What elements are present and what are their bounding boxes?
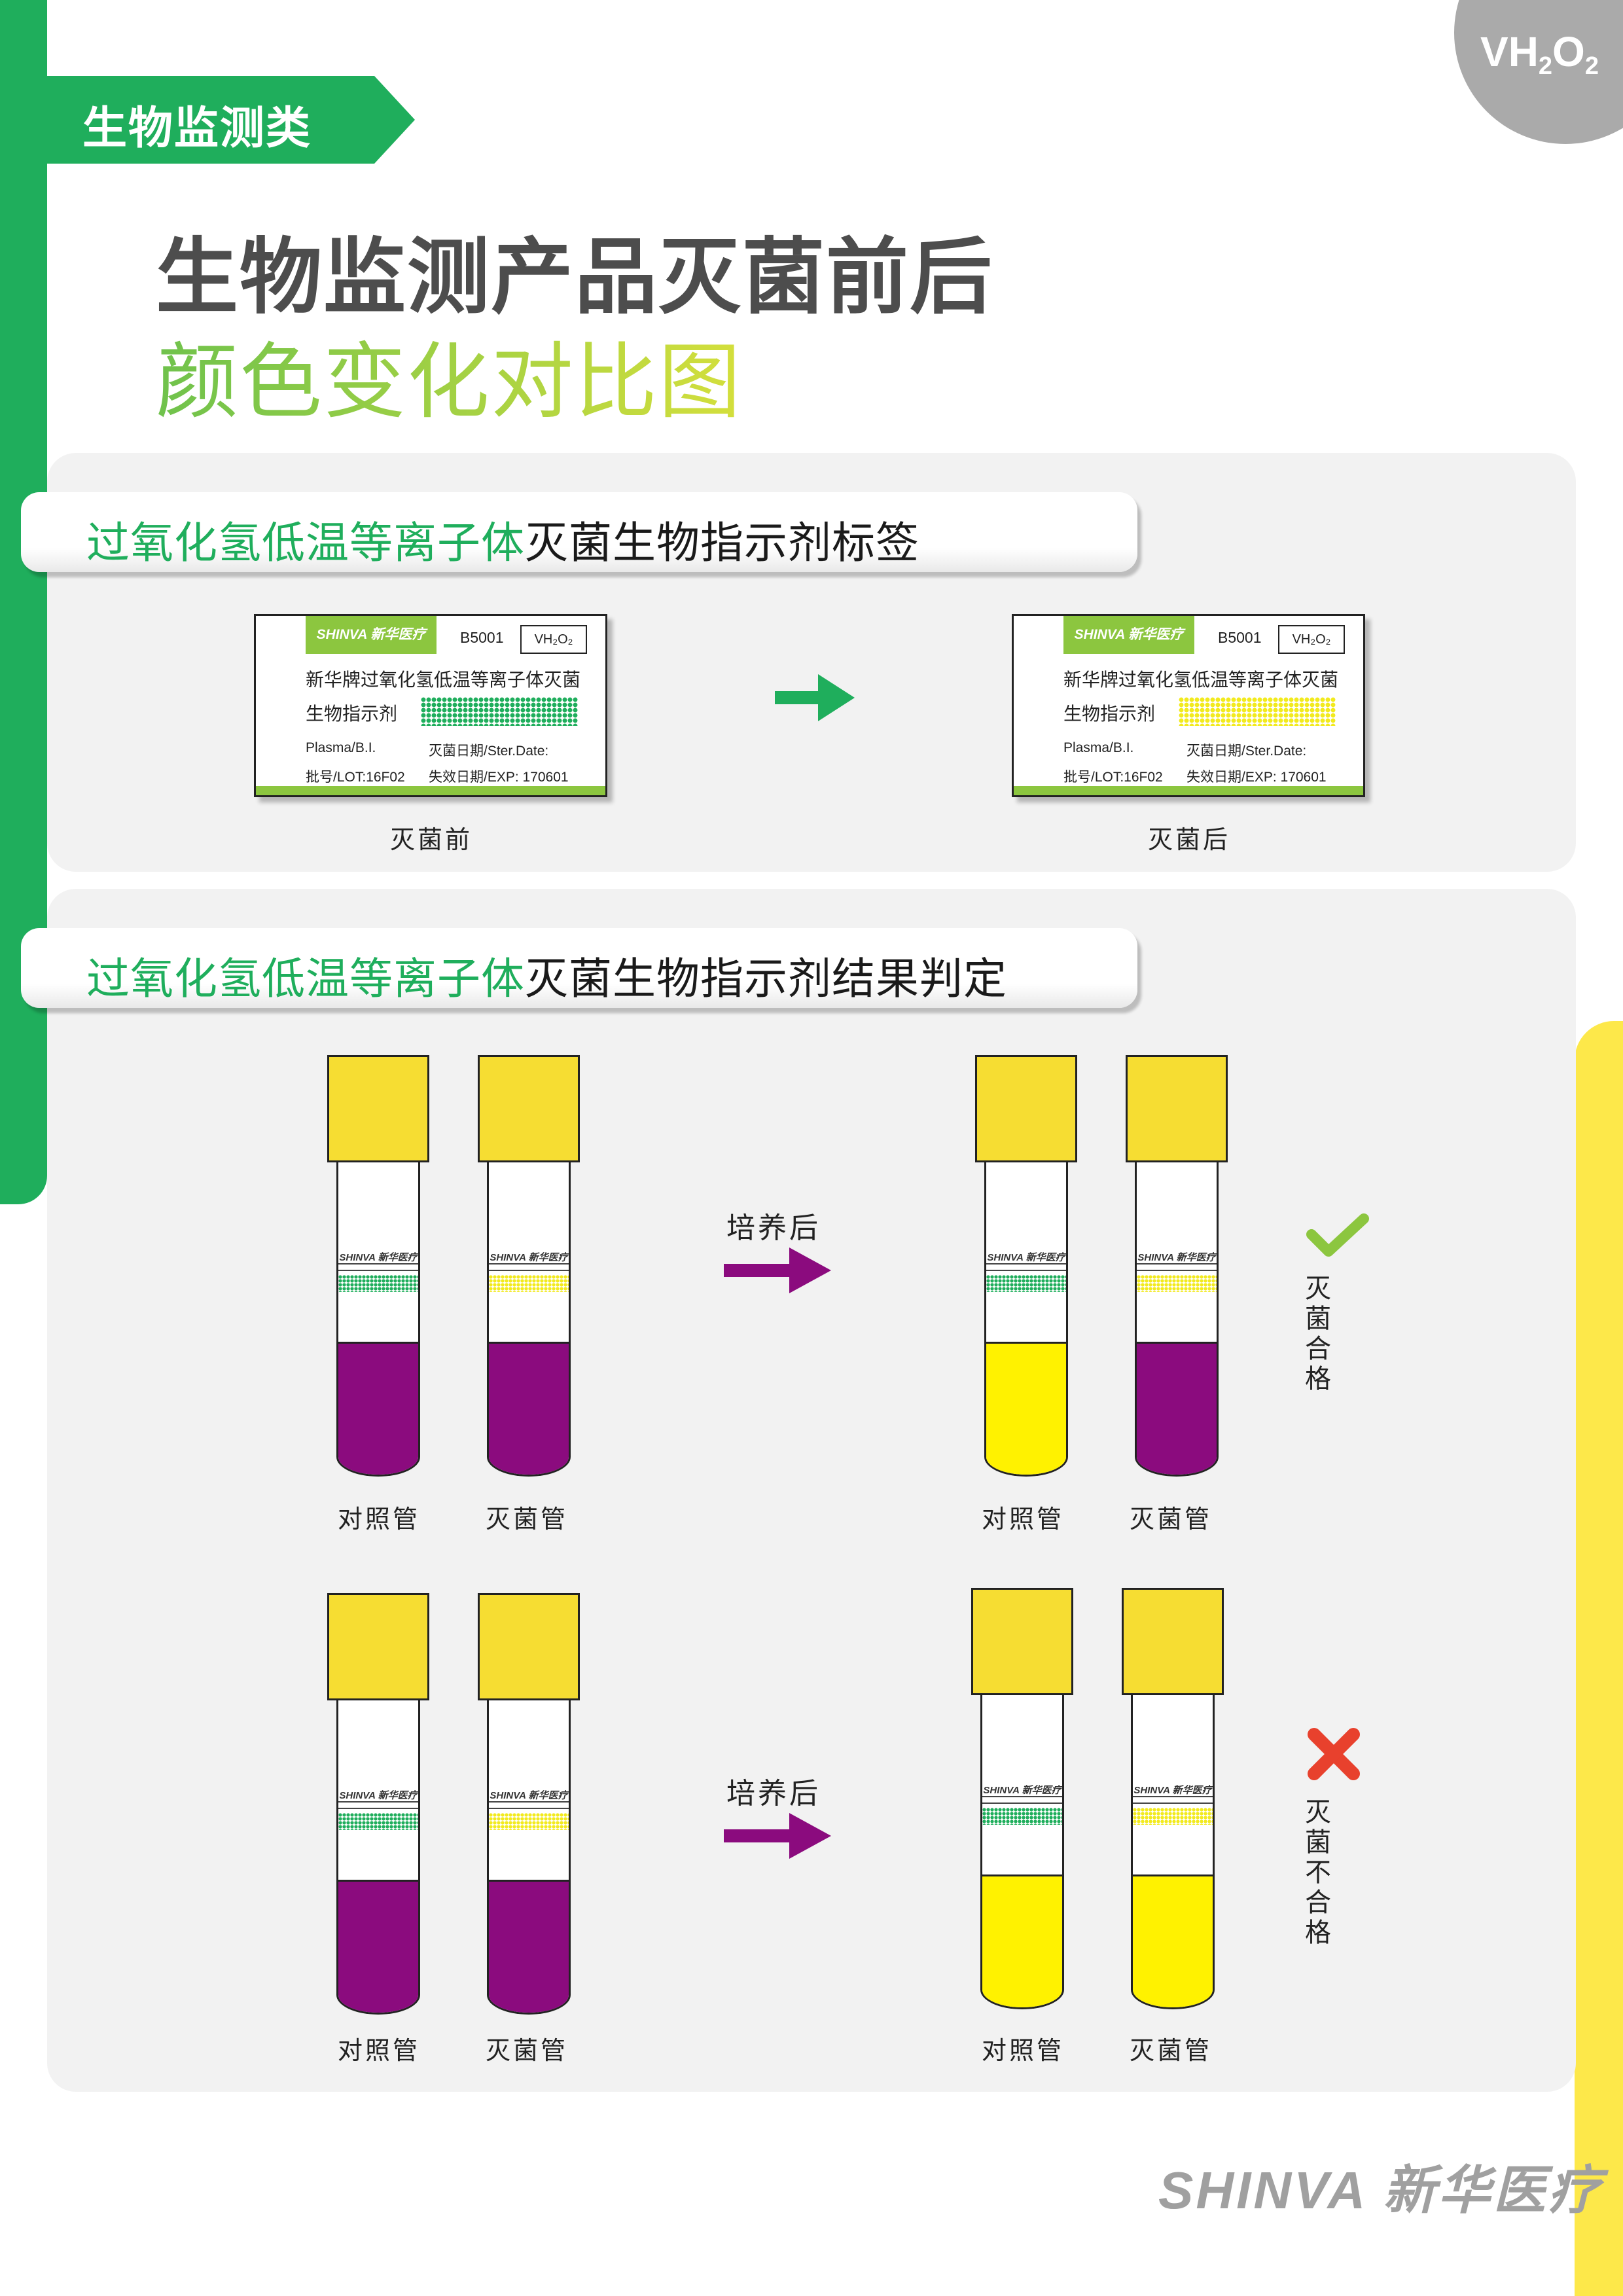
tube-liquid-purple (489, 1880, 569, 2013)
label-after: SHINVA 新华医疗 B5001 VH₂O₂ 新华牌过氧化氢低温等离子体灭菌 … (1012, 614, 1365, 797)
tube-cap (327, 1055, 429, 1162)
label-product-name-2: 生物指示剂 (1063, 704, 1156, 724)
tube-indicator-band (338, 1813, 418, 1830)
label-stripe (256, 786, 605, 795)
right-yellow-bar (1575, 1021, 1623, 2296)
label-lot: 批号/LOT:16F02 (306, 770, 405, 785)
label-plasma: Plasma/B.I. (1063, 740, 1134, 755)
tube-brand: SHINVA 新华医疗 (983, 1785, 1061, 1796)
tube-caption: 对照管 (982, 2037, 1065, 2065)
tube-indicator-band (1133, 1808, 1213, 1825)
label-exp: 失效日期/EXP: 170601 (429, 770, 569, 785)
tube-liquid-purple (338, 1880, 418, 2013)
tube-caption: 灭菌管 (486, 1506, 569, 1534)
tube-brand: SHINVA 新华医疗 (339, 1252, 418, 1263)
tube-brand: SHINVA 新华医疗 (987, 1252, 1065, 1263)
left-green-bar (0, 0, 47, 1204)
label-product-name: 新华牌过氧化氢低温等离子体灭菌 (306, 670, 581, 690)
tube-liquid-yellow (986, 1342, 1066, 1475)
tube-cap (975, 1055, 1077, 1162)
label-ster-date: 灭菌日期/Ster.Date: (429, 744, 549, 759)
tube-indicator-band (982, 1808, 1062, 1825)
tube-cap (478, 1055, 580, 1162)
label-type-box: VH₂O₂ (520, 625, 587, 654)
tube-liquid-purple (338, 1342, 418, 1475)
tube-brand: SHINVA 新华医疗 (339, 1790, 418, 1801)
tube-liquid-purple (489, 1342, 569, 1475)
tube-liquid-yellow (982, 1874, 1062, 2007)
label-ster-date: 灭菌日期/Ster.Date: (1186, 744, 1307, 759)
label-logo: SHINVA 新华医疗 (1063, 616, 1194, 654)
section-title-rest: 灭菌生物指示剂结果判定 (525, 954, 1007, 1003)
corner-badge: VH2O2 (1480, 28, 1599, 80)
tube-brand: SHINVA 新华医疗 (490, 1790, 568, 1801)
label-product-name-2: 生物指示剂 (306, 704, 398, 724)
arrow-right-icon (724, 1247, 831, 1293)
label-code: B5001 (1218, 629, 1262, 646)
tube-caption: 灭菌管 (486, 2037, 569, 2065)
arrow-right-icon (724, 1813, 831, 1859)
tube-cap (327, 1593, 429, 1700)
label-type-box: VH₂O₂ (1278, 625, 1345, 654)
section-title-result: 过氧化氢低温等离子体灭菌生物指示剂结果判定 (21, 928, 1137, 1008)
footer-brand: SHINVA 新华医疗 (1158, 2161, 1603, 2219)
section-title-label: 过氧化氢低温等离子体灭菌生物指示剂标签 (21, 492, 1137, 572)
label-logo: SHINVA 新华医疗 (306, 616, 437, 654)
tube-indicator-band (489, 1275, 569, 1292)
after-culture-label: 培养后 (726, 1212, 821, 1244)
section-title-highlight: 过氧化氢低温等离子体 (86, 518, 525, 567)
before-caption: 灭菌前 (390, 827, 473, 854)
result-fail: 灭菌不合格 (1305, 1798, 1331, 1947)
tube-caption: 对照管 (982, 1506, 1065, 1534)
tube-brand: SHINVA 新华医疗 (1133, 1785, 1212, 1796)
tube-caption: 对照管 (338, 1506, 421, 1534)
tube-cap (1126, 1055, 1228, 1162)
section-title-highlight: 过氧化氢低温等离子体 (86, 954, 525, 1003)
tube-caption: 灭菌管 (1130, 1506, 1213, 1534)
tube-cap (971, 1588, 1073, 1695)
after-caption: 灭菌后 (1148, 827, 1231, 854)
tube-indicator-band (338, 1275, 418, 1292)
label-lot: 批号/LOT:16F02 (1063, 770, 1163, 785)
footer-logo: SHINVA 新华医疗 (1158, 2148, 1603, 2224)
tube-indicator-band (986, 1275, 1066, 1292)
indicator-dots-green (421, 697, 578, 726)
tube-liquid-yellow (1133, 1874, 1213, 2007)
tube-caption: 灭菌管 (1130, 2037, 1213, 2065)
tube-brand: SHINVA 新华医疗 (1137, 1252, 1216, 1263)
cross-icon (1308, 1728, 1360, 1780)
arrow-right-icon (775, 674, 855, 721)
tube-cap (1122, 1588, 1224, 1695)
check-icon (1306, 1213, 1369, 1257)
section-title-rest: 灭菌生物指示剂标签 (525, 518, 919, 567)
page-title: 生物监测产品灭菌前后 (156, 231, 993, 323)
result-panel (47, 889, 1576, 2092)
label-exp: 失效日期/EXP: 170601 (1186, 770, 1327, 785)
tube-cap (478, 1593, 580, 1700)
tube-caption: 对照管 (338, 2037, 421, 2065)
indicator-dots-yellow (1179, 697, 1336, 726)
tube-liquid-purple (1137, 1342, 1217, 1475)
label-code: B5001 (460, 629, 504, 646)
tube-brand: SHINVA 新华医疗 (490, 1252, 568, 1263)
label-before: SHINVA 新华医疗 B5001 VH₂O₂ 新华牌过氧化氢低温等离子体灭菌 … (254, 614, 607, 797)
category-tag-label: 生物监测类 (82, 103, 312, 153)
label-stripe (1014, 786, 1363, 795)
category-tag (47, 76, 415, 164)
label-product-name: 新华牌过氧化氢低温等离子体灭菌 (1063, 670, 1339, 690)
page-subtitle: 颜色变化对比图 (156, 315, 742, 435)
result-pass: 灭菌合格 (1305, 1274, 1331, 1393)
tube-indicator-band (1137, 1275, 1217, 1292)
tube-indicator-band (489, 1813, 569, 1830)
label-plasma: Plasma/B.I. (306, 740, 376, 755)
after-culture-label: 培养后 (726, 1778, 821, 1810)
